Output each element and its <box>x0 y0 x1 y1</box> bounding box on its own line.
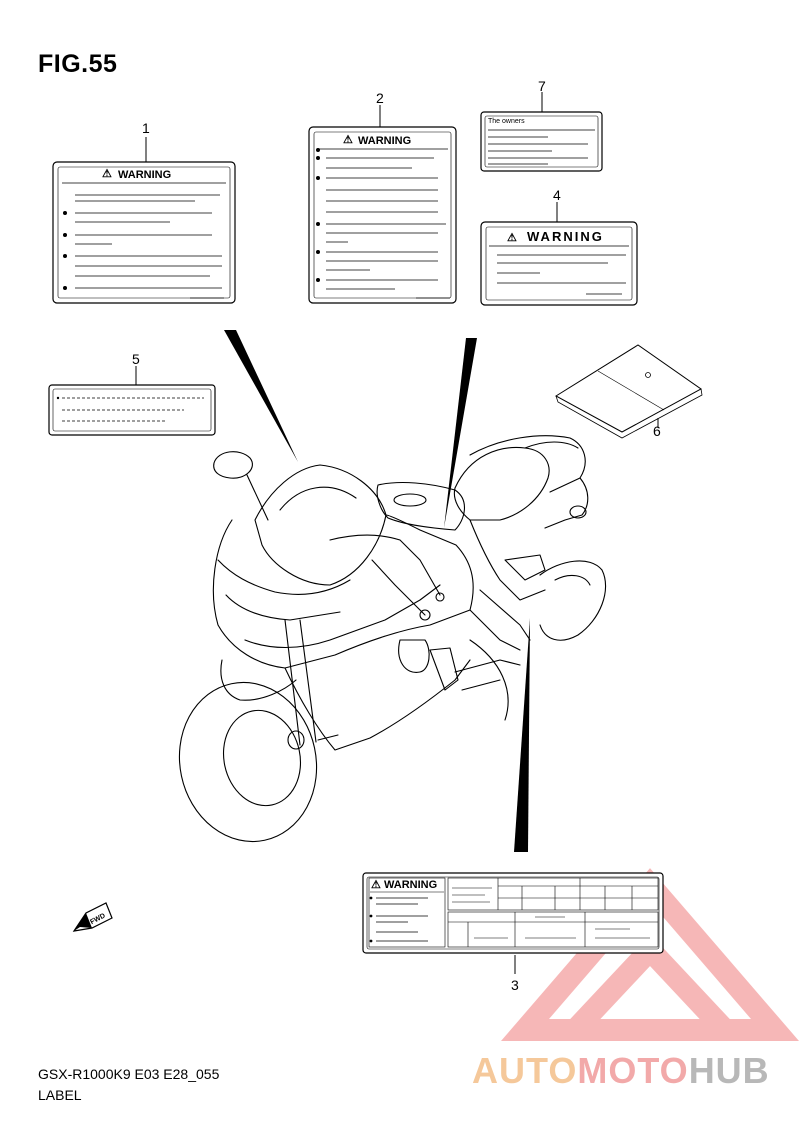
callout-3: 3 <box>511 977 519 993</box>
label-3: ⚠ WARNING <box>362 872 664 993</box>
callout-2: 2 <box>376 90 384 106</box>
callout-1: 1 <box>142 120 150 136</box>
label-7: 7 The owners <box>480 78 603 172</box>
label-2-warning-text: WARNING <box>358 135 411 147</box>
callout-4: 4 <box>553 187 561 203</box>
label-2: 2 ⚠ WARNING <box>308 90 457 304</box>
fwd-arrow-icon: FWD <box>72 902 113 932</box>
watermark-part-hub: HUB <box>688 1050 770 1091</box>
label-4-warning-text: WARNING <box>527 229 604 244</box>
svg-text:⚠: ⚠ <box>102 168 112 180</box>
label-5: 5 <box>48 351 216 436</box>
pointer-wedges <box>224 330 530 852</box>
svg-text:⚠: ⚠ <box>343 134 353 146</box>
motorcycle-outline <box>178 435 607 843</box>
label-4: 4 ⚠ WARNING <box>480 187 638 306</box>
watermark-text: AUTOMOTOHUB <box>472 1050 770 1092</box>
callout-7: 7 <box>538 78 546 94</box>
label-6: 6 <box>555 344 703 439</box>
label-1-warning-text: WARNING <box>118 169 171 181</box>
figure-title: FIG.55 <box>38 50 118 78</box>
label-7-owners-text: The owners <box>488 118 525 125</box>
svg-text:⚠: ⚠ <box>371 879 381 891</box>
watermark-part-auto: AUTO <box>472 1050 578 1091</box>
label-3-warning-text: WARNING <box>384 879 437 891</box>
label-1: 1 ⚠ WARNING <box>52 120 236 304</box>
figure-code: GSX-R1000K9 E03 E28_055 <box>38 1066 220 1082</box>
watermark-part-moto: MOTO <box>577 1050 689 1091</box>
callout-6: 6 <box>653 423 661 439</box>
svg-text:⚠: ⚠ <box>507 232 517 244</box>
figure-label: LABEL <box>38 1087 82 1103</box>
callout-5: 5 <box>132 351 140 367</box>
